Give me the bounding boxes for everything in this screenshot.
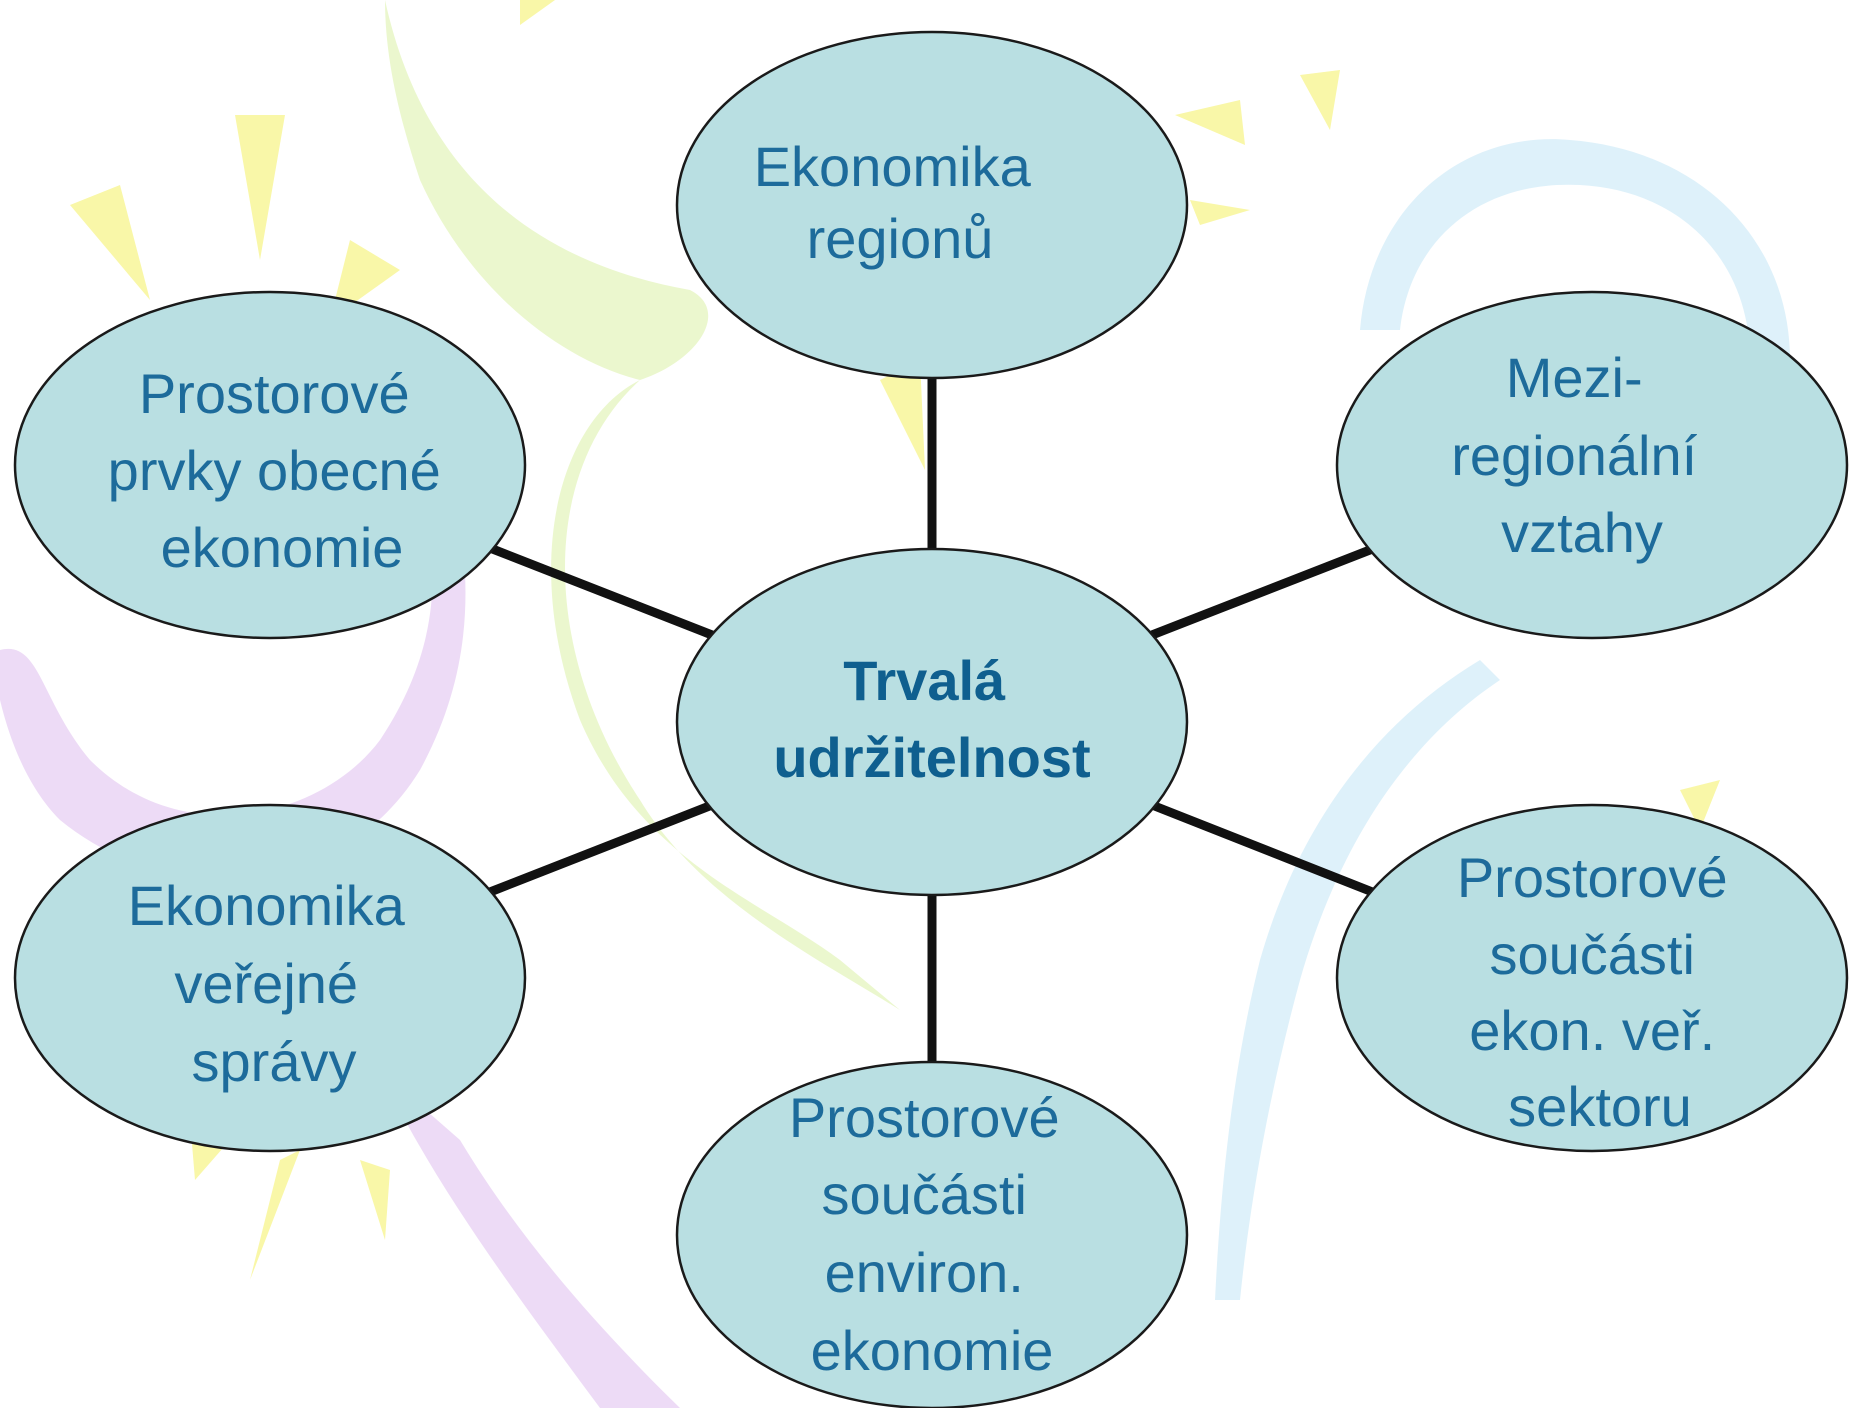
yellow-triangle-decoration [360, 1160, 390, 1240]
node-ekonomika-regionu: Ekonomika regionů [675, 30, 1189, 380]
node-label-line: součásti [822, 1163, 1027, 1226]
node-prostorove-soucasti-ekon-ver-sektoru: Prostorové součásti ekon. veř. sektoru [1335, 803, 1849, 1153]
node-label-line: Ekonomika [754, 135, 1032, 198]
node-label-line: Prostorové [789, 1086, 1060, 1149]
yellow-triangle-decoration [235, 115, 285, 260]
center-label-line: udržitelnost [773, 726, 1090, 789]
yellow-triangle-decoration [880, 360, 925, 470]
node-ellipse [675, 1060, 1189, 1408]
node-label-line: Ekonomika [128, 874, 406, 937]
blue-swirl-lower-decoration [1215, 660, 1500, 1300]
svg-text:Ekonomika veřejné: Ekonomika veřejné správy [128, 874, 421, 1093]
node-ekonomika-verejne-spravy: Ekonomika veřejné správy [13, 803, 527, 1153]
node-prostorove-prvky-obecne-ekonomie: Prostorové prvky obecné ekonomie [13, 290, 527, 640]
node-label-line: sektoru [1508, 1075, 1692, 1138]
node-ellipse [675, 30, 1189, 380]
node-label-line: vztahy [1501, 501, 1663, 564]
purple-swirl-decoration [0, 460, 466, 880]
svg-text:Prostorové součásti: Prostorové součásti environ. ekonomie [789, 1086, 1075, 1382]
center-ellipse [675, 547, 1189, 897]
yellow-triangle-decoration [1175, 100, 1245, 145]
node-label-line: environ. [825, 1241, 1024, 1304]
svg-text:Ekonomika regionů: Ekonomika regionů [754, 135, 1047, 270]
yellow-triangle-decoration [1680, 780, 1720, 830]
node-label-line: Prostorové [139, 362, 410, 425]
node-label-line: Mezi- [1506, 346, 1643, 409]
node-prostorove-soucasti-environ-ekonomie: Prostorové součásti environ. ekonomie [675, 1060, 1189, 1408]
node-label-line: správy [192, 1030, 357, 1093]
node-label-line: ekonomie [811, 1319, 1054, 1382]
yellow-triangle-decoration [250, 1150, 300, 1280]
svg-text:Mezi- regionální v: Mezi- regionální vztahy [1451, 346, 1713, 564]
center-label-line: Trvalá [843, 649, 1006, 712]
svg-text:Prostorové součásti: Prostorové součásti ekon. veř. sektoru [1457, 846, 1743, 1138]
node-label-line: regionů [807, 207, 994, 270]
node-label-line: regionální [1451, 424, 1697, 487]
green-swirl-decoration [385, 0, 900, 1010]
node-ellipse [13, 290, 527, 640]
yellow-triangle-decoration [70, 185, 150, 300]
connector-bottom-right [1150, 800, 1377, 898]
yellow-triangle-decoration [1190, 200, 1250, 225]
connector-top-right [1150, 543, 1377, 640]
node-label-line: Prostorové [1457, 846, 1728, 909]
node-label-line: ekon. veř. [1469, 999, 1715, 1062]
connector-bottom-left [488, 800, 714, 897]
node-label-line: veřejné [174, 952, 358, 1015]
node-ellipse [13, 803, 527, 1153]
connector-top-left [488, 543, 714, 640]
yellow-triangle-decoration [1300, 70, 1340, 130]
node-ellipse [1335, 290, 1849, 640]
center-node-trvala-udrzitelnost: Trvalá udržitelnost [675, 547, 1189, 897]
connectors [488, 378, 1377, 1065]
purple-swirl-tail-decoration [380, 1070, 680, 1408]
node-mezi-regionalni-vztahy: Mezi- regionální vztahy [1335, 290, 1849, 640]
node-label-line: prvky obecné [108, 439, 441, 502]
node-ellipse [1335, 803, 1849, 1153]
svg-text:Prostorové prvky obecné: Prostorové prvky obecné ekonomie [108, 362, 457, 579]
svg-text:Trvalá udržitelnost: Trvalá udržitelnost [773, 649, 1090, 789]
node-label-line: ekonomie [161, 516, 404, 579]
node-label-line: součásti [1490, 923, 1695, 986]
yellow-triangle-decoration [520, 0, 555, 25]
